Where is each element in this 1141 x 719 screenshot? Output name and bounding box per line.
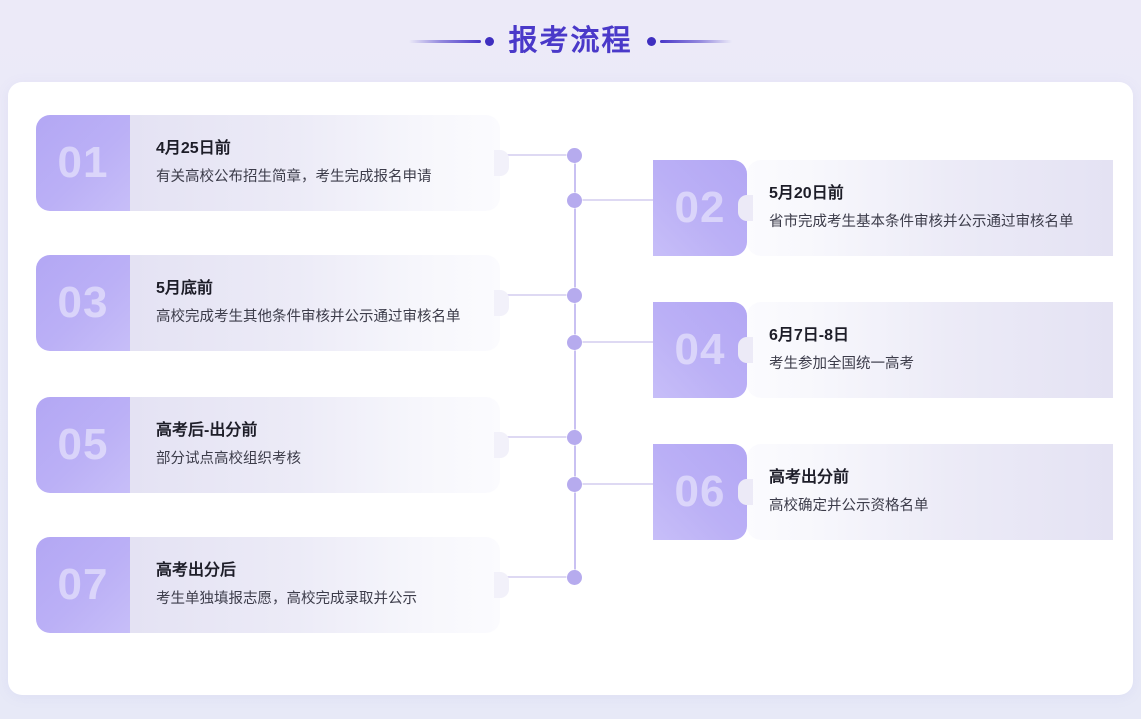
title-decoration-right bbox=[646, 36, 732, 46]
step-number-badge: 02 bbox=[653, 160, 747, 256]
step-description: 省市完成考生基本条件审核并公示通过审核名单 bbox=[769, 213, 1074, 230]
step-number-badge: 07 bbox=[36, 537, 130, 633]
flow-step-card[interactable]: 03 5月底前高校完成考生其他条件审核并公示通过审核名单 bbox=[36, 255, 509, 351]
decoration-dot-icon bbox=[646, 36, 656, 46]
step-title: 5月底前 bbox=[156, 279, 213, 297]
step-card-body: 5月20日前省市完成考生基本条件审核并公示通过审核名单 bbox=[738, 160, 1113, 256]
step-description: 高校完成考生其他条件审核并公示通过审核名单 bbox=[156, 308, 461, 325]
step-card-notch bbox=[738, 195, 753, 221]
timeline-dot-icon bbox=[567, 288, 582, 303]
step-number-label: 06 bbox=[674, 467, 726, 516]
step-number-badge: 05 bbox=[36, 397, 130, 493]
step-description: 高校确定并公示资格名单 bbox=[769, 497, 929, 514]
step-number-label: 03 bbox=[57, 278, 109, 327]
step-card-notch bbox=[738, 337, 753, 363]
timeline-dot-icon bbox=[567, 477, 582, 492]
step-title: 高考后-出分前 bbox=[156, 421, 258, 439]
timeline-spine bbox=[574, 155, 576, 579]
decoration-line-icon bbox=[659, 39, 732, 43]
step-number-badge: 06 bbox=[653, 444, 747, 540]
step-number-label: 05 bbox=[57, 420, 109, 469]
flow-step-card[interactable]: 07 高考出分后考生单独填报志愿，高校完成录取并公示 bbox=[36, 537, 509, 633]
step-description: 考生单独填报志愿，高校完成录取并公示 bbox=[156, 590, 417, 607]
timeline-dot-icon bbox=[567, 430, 582, 445]
page-header: 报考流程 bbox=[0, 0, 1141, 82]
title-decoration-left bbox=[409, 36, 495, 46]
step-card-body: 5月底前高校完成考生其他条件审核并公示通过审核名单 bbox=[130, 255, 509, 351]
decoration-line-icon bbox=[409, 39, 482, 43]
step-card-body: 高考出分后考生单独填报志愿，高校完成录取并公示 bbox=[130, 537, 509, 633]
page-title: 报考流程 bbox=[508, 24, 633, 57]
timeline-dot-icon bbox=[567, 335, 582, 350]
timeline-connector bbox=[575, 483, 653, 485]
decoration-dot-icon bbox=[485, 36, 495, 46]
step-number-label: 07 bbox=[57, 560, 109, 609]
timeline-connector bbox=[500, 154, 575, 156]
step-card-notch bbox=[494, 572, 509, 598]
step-number-badge: 03 bbox=[36, 255, 130, 351]
timeline-dot-icon bbox=[567, 570, 582, 585]
timeline-connector bbox=[500, 576, 575, 578]
step-card-body: 6月7日-8日考生参加全国统一高考 bbox=[738, 302, 1113, 398]
step-title: 高考出分后 bbox=[156, 561, 237, 579]
step-number-label: 04 bbox=[674, 325, 726, 374]
step-number-badge: 01 bbox=[36, 115, 130, 211]
step-card-body: 4月25日前有关高校公布招生简章，考生完成报名申请 bbox=[130, 115, 509, 211]
flow-step-card[interactable]: 05 高考后-出分前部分试点高校组织考核 bbox=[36, 397, 509, 493]
timeline-connector bbox=[500, 436, 575, 438]
step-title: 6月7日-8日 bbox=[769, 326, 850, 344]
step-title: 4月25日前 bbox=[156, 139, 231, 157]
step-description: 考生参加全国统一高考 bbox=[769, 355, 914, 372]
step-card-notch bbox=[738, 479, 753, 505]
timeline-connector bbox=[575, 341, 653, 343]
step-title: 5月20日前 bbox=[769, 184, 844, 202]
step-number-label: 01 bbox=[57, 138, 109, 187]
timeline-dot-icon bbox=[567, 148, 582, 163]
step-card-body: 高考后-出分前部分试点高校组织考核 bbox=[130, 397, 509, 493]
step-description: 部分试点高校组织考核 bbox=[156, 450, 301, 467]
step-description: 有关高校公布招生简章，考生完成报名申请 bbox=[156, 168, 432, 185]
step-title: 高考出分前 bbox=[769, 468, 850, 486]
timeline-connector bbox=[575, 199, 653, 201]
step-card-notch bbox=[494, 150, 509, 176]
timeline-connector bbox=[500, 294, 575, 296]
step-card-notch bbox=[494, 290, 509, 316]
timeline-dot-icon bbox=[567, 193, 582, 208]
step-card-notch bbox=[494, 432, 509, 458]
flow-step-card[interactable]: 01 4月25日前有关高校公布招生简章，考生完成报名申请 bbox=[36, 115, 509, 211]
step-card-body: 高考出分前高校确定并公示资格名单 bbox=[738, 444, 1113, 540]
step-number-label: 02 bbox=[674, 183, 726, 232]
step-number-badge: 04 bbox=[653, 302, 747, 398]
